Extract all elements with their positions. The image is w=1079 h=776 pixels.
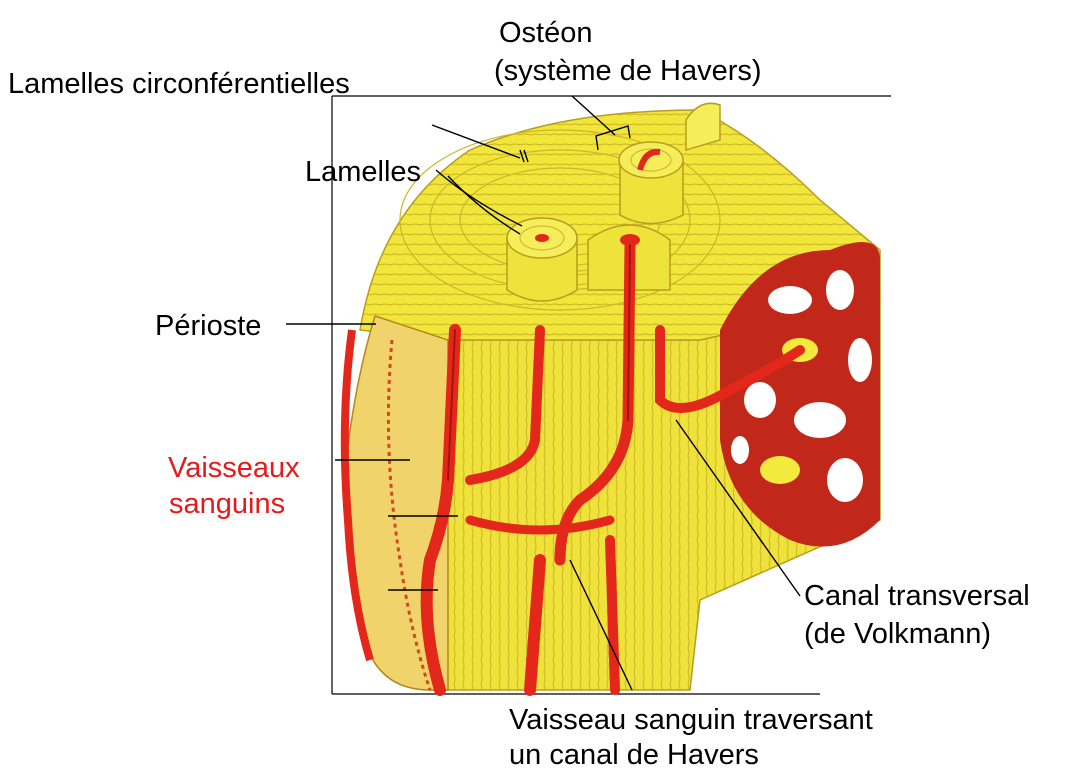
label-perioste: Périoste xyxy=(155,309,261,343)
label-vaisseaux-line1: Vaisseaux xyxy=(168,451,300,485)
label-osteon-line1: Ostéon xyxy=(499,16,593,50)
label-lamelles: Lamelles xyxy=(305,155,421,189)
label-vaisseau-line1: Vaisseau sanguin traversant xyxy=(509,703,873,737)
label-lamelles-circonferentielles: Lamelles circonférentielles xyxy=(8,67,350,101)
label-canal-line1: Canal transversal xyxy=(804,579,1030,613)
label-canal-line2: (de Volkmann) xyxy=(804,617,991,651)
label-osteon-line2: (système de Havers) xyxy=(494,54,762,88)
label-vaisseau-line2: un canal de Havers xyxy=(509,738,759,772)
label-vaisseaux-line2: sanguins xyxy=(169,487,285,521)
